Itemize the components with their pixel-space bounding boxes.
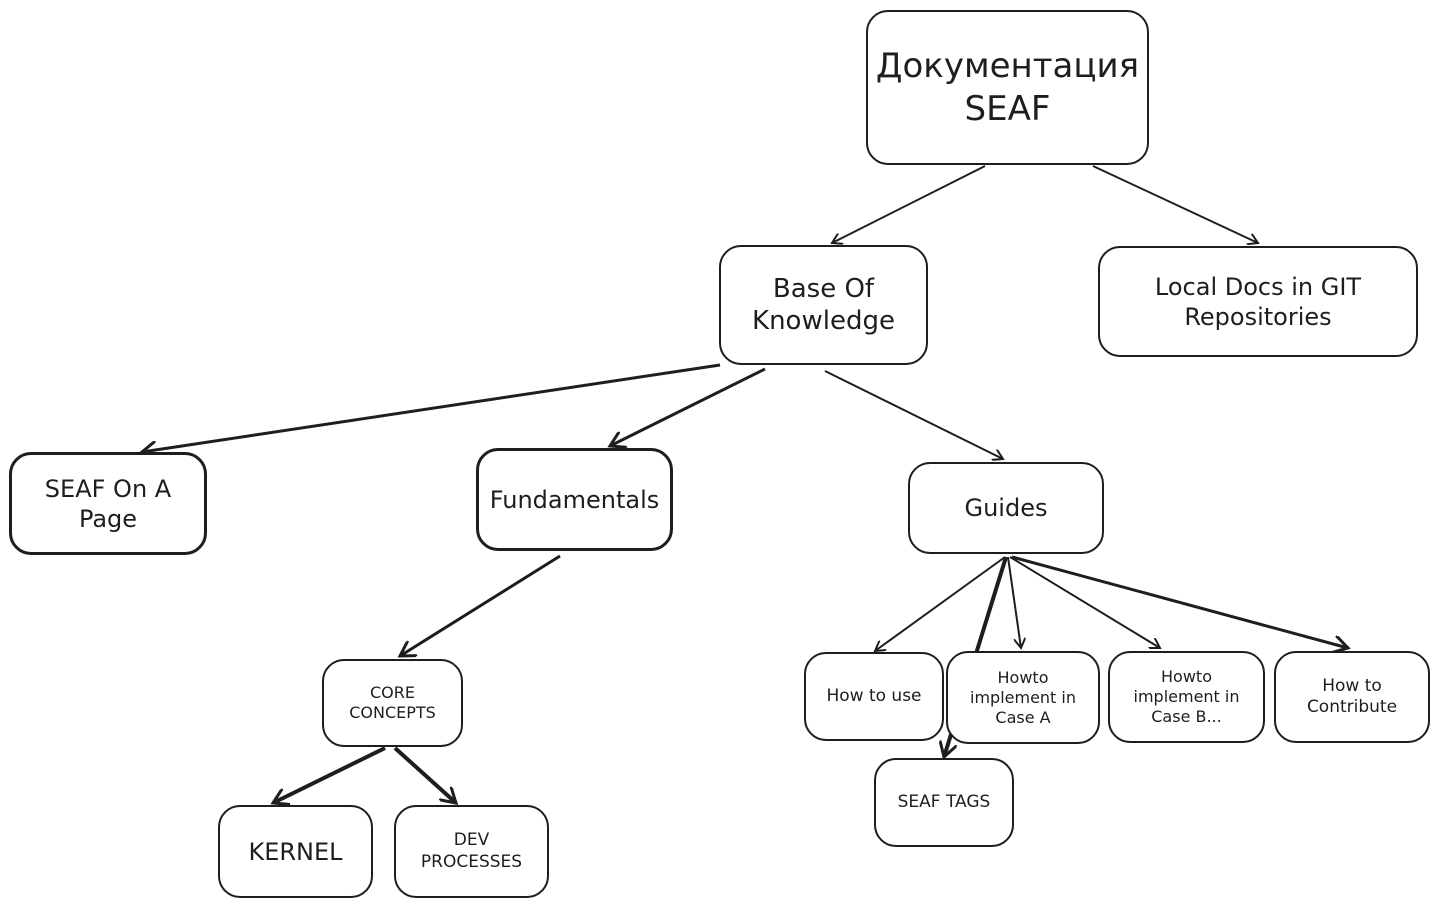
node-text: Repositories <box>1184 302 1332 331</box>
arrow-guides-to-caseA <box>1007 556 1021 648</box>
node-text: PROCESSES <box>420 851 523 872</box>
arrow-core-to-dev <box>393 746 456 803</box>
node-core-concepts[interactable]: CORE CONCEPTS <box>322 659 463 747</box>
node-text: Page <box>78 504 138 533</box>
node-text: Local Docs in GIT <box>1154 272 1362 301</box>
node-text: Документация <box>875 46 1140 86</box>
node-how-to-use[interactable]: How to use <box>804 652 944 741</box>
node-text: SEAF On A <box>44 474 172 503</box>
arrow-root-to-base <box>832 165 986 243</box>
arrow-root-to-local <box>1092 165 1258 243</box>
node-root-seaf-docs[interactable]: Документация SEAF <box>866 10 1149 165</box>
arrow-guides-to-caseB <box>1009 556 1160 648</box>
node-seaf-tags[interactable]: SEAF TAGS <box>874 758 1014 847</box>
node-text: Case B... <box>1151 707 1222 726</box>
node-text: How to use <box>826 685 922 706</box>
node-text: Base Of <box>772 273 875 304</box>
node-implement-case-a[interactable]: Howto implement in Case A <box>946 651 1100 744</box>
node-text: implement in <box>970 687 1076 707</box>
node-kernel[interactable]: KERNEL <box>218 805 373 898</box>
node-text: Howto <box>997 667 1049 687</box>
node-text: SEAF <box>964 88 1051 129</box>
arrow-core-to-kernel <box>273 746 386 803</box>
node-implement-case-b[interactable]: Howto implement in Case B... <box>1108 651 1265 743</box>
node-text: How to <box>1322 675 1382 696</box>
node-fundamentals[interactable]: Fundamentals <box>476 448 673 551</box>
node-text: Contribute <box>1306 697 1398 717</box>
arrow-guides-to-contribute <box>1011 555 1348 648</box>
node-text: CONCEPTS <box>349 703 436 722</box>
node-text: implement in <box>1133 687 1240 706</box>
node-text: Fundamentals <box>489 485 660 514</box>
node-seaf-on-a-page[interactable]: SEAF On A Page <box>9 452 207 555</box>
node-dev-processes[interactable]: DEV PROCESSES <box>394 805 549 898</box>
node-text: Case A <box>995 707 1051 727</box>
arrow-fundamentals-to-core <box>400 554 561 656</box>
node-guides[interactable]: Guides <box>908 462 1104 554</box>
arrow-guides-to-howuse <box>875 556 1006 651</box>
node-how-to-contribute[interactable]: How to Contribute <box>1274 651 1430 743</box>
node-base-of-knowledge[interactable]: Base Of Knowledge <box>719 245 928 365</box>
arrow-base-to-guides <box>824 370 1003 459</box>
node-local-docs-git[interactable]: Local Docs in GIT Repositories <box>1098 246 1418 357</box>
node-text: CORE <box>370 683 415 702</box>
arrow-base-to-fundamentals <box>610 367 766 446</box>
arrow-base-to-onpage <box>142 363 721 452</box>
node-text: KERNEL <box>248 837 343 866</box>
node-text: Guides <box>964 494 1048 522</box>
node-text: SEAF TAGS <box>897 791 991 812</box>
node-text: Knowledge <box>752 306 895 336</box>
node-text: DEV <box>453 830 490 851</box>
node-text: Howto <box>1161 667 1212 686</box>
